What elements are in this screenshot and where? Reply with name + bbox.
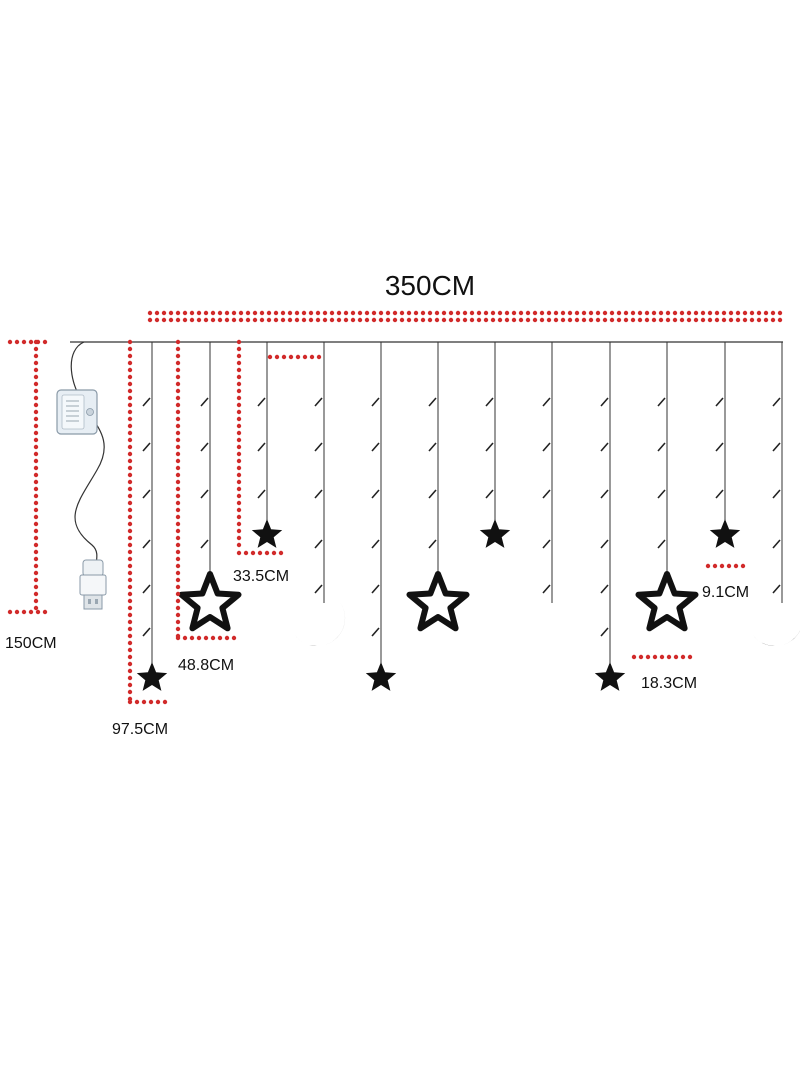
second-drop-marker xyxy=(175,339,181,639)
led-bulb xyxy=(314,584,323,594)
pendant-group xyxy=(136,519,800,691)
led-bulb xyxy=(142,397,151,407)
led-bulb xyxy=(772,539,781,549)
led-bulb xyxy=(428,539,437,549)
width-marker-top xyxy=(147,310,783,316)
usb-plug-icon xyxy=(79,559,107,610)
filled-star-icon xyxy=(136,662,168,691)
led-bulb xyxy=(142,539,151,549)
led-bulb xyxy=(257,397,266,407)
led-bulb xyxy=(485,489,494,499)
power-cable xyxy=(70,341,105,576)
outline-star-icon xyxy=(635,571,699,632)
led-bulb xyxy=(371,489,380,499)
led-bulb xyxy=(314,397,323,407)
led-bulb xyxy=(657,489,666,499)
moon-icon xyxy=(522,602,574,647)
led-bulb xyxy=(772,442,781,452)
led-bulb xyxy=(142,584,151,594)
led-bulb xyxy=(772,584,781,594)
led-bulb xyxy=(200,489,209,499)
pendant-size-marker xyxy=(705,563,746,569)
led-bulb xyxy=(600,489,609,499)
cable-marker-vertical xyxy=(33,339,39,611)
short-drop-label: 33.5CM xyxy=(233,568,289,585)
led-bulb xyxy=(657,442,666,452)
led-bulb xyxy=(485,397,494,407)
filled-star-icon xyxy=(365,662,397,691)
led-bulb xyxy=(542,397,551,407)
led-bulb xyxy=(314,539,323,549)
led-bulb xyxy=(600,584,609,594)
cable-marker-bottom xyxy=(7,609,48,615)
spacing-label: 18.3CM xyxy=(641,675,697,692)
battery-box-icon xyxy=(56,389,98,435)
dimension-markers xyxy=(7,310,783,705)
width-marker-bottom xyxy=(147,317,783,323)
led-bulb xyxy=(657,539,666,549)
led-bulb xyxy=(371,584,380,594)
led-bulb xyxy=(142,627,151,637)
longest-drop-base xyxy=(127,699,168,705)
filled-star-icon xyxy=(709,519,741,548)
longest-drop-marker xyxy=(127,339,133,702)
led-bulb xyxy=(142,442,151,452)
led-bulb xyxy=(371,539,380,549)
led-bulb xyxy=(142,489,151,499)
led-bulb xyxy=(542,442,551,452)
moon-icon xyxy=(752,602,800,647)
led-bulb xyxy=(715,442,724,452)
outline-star-icon xyxy=(178,571,242,632)
outline-star-icon xyxy=(406,571,470,632)
second-drop-label: 48.8CM xyxy=(178,657,234,674)
led-bulb xyxy=(314,442,323,452)
strand-group xyxy=(142,342,783,664)
led-bulb xyxy=(542,539,551,549)
led-bulb xyxy=(428,442,437,452)
led-bulb xyxy=(600,397,609,407)
led-bulb xyxy=(600,539,609,549)
led-bulb xyxy=(600,627,609,637)
cable-marker-top xyxy=(7,339,48,345)
led-bulb xyxy=(542,489,551,499)
spacing-marker xyxy=(631,654,693,660)
led-bulb xyxy=(371,442,380,452)
led-bulb xyxy=(485,442,494,452)
led-bulb xyxy=(200,442,209,452)
led-bulb xyxy=(715,489,724,499)
led-bulb xyxy=(371,397,380,407)
second-drop-base xyxy=(175,635,237,641)
moon-icon xyxy=(294,602,346,647)
led-bulb xyxy=(257,442,266,452)
short-drop-marker xyxy=(236,339,242,548)
led-bulb xyxy=(600,442,609,452)
led-bulb xyxy=(772,397,781,407)
led-bulb xyxy=(200,539,209,549)
total-width-label: 350CM xyxy=(385,270,475,301)
filled-star-icon xyxy=(479,519,511,548)
filled-star-icon xyxy=(594,662,626,691)
led-bulb xyxy=(657,397,666,407)
led-bulb xyxy=(314,489,323,499)
led-bulb xyxy=(715,397,724,407)
led-bulb xyxy=(772,489,781,499)
longest-drop-label: 97.5CM xyxy=(112,721,168,738)
led-bulb xyxy=(257,489,266,499)
led-bulb xyxy=(371,627,380,637)
short-drop-base xyxy=(236,550,284,556)
filled-star-icon xyxy=(251,519,283,548)
cable-length-label: 150CM xyxy=(5,635,57,652)
pendant-size-label: 9.1CM xyxy=(702,584,749,601)
led-bulb xyxy=(428,489,437,499)
short-drop-top xyxy=(267,354,322,360)
led-bulb xyxy=(542,584,551,594)
led-bulb xyxy=(428,397,437,407)
led-bulb xyxy=(200,397,209,407)
